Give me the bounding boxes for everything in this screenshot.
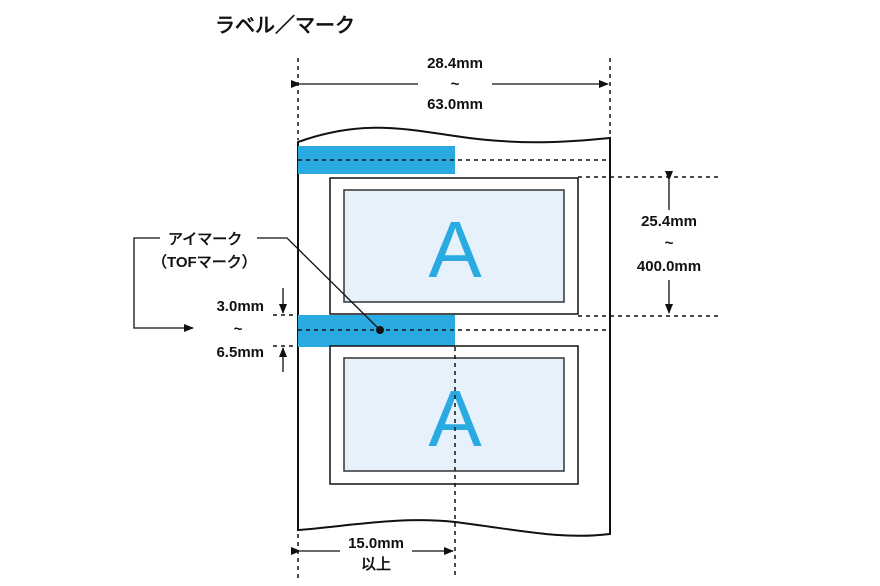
pitch-range-sep: ~: [665, 235, 674, 252]
mark-width-suffix: 以上: [361, 556, 391, 573]
width-min: 28.4mm: [427, 55, 483, 72]
pitch-max: 400.0mm: [637, 258, 701, 275]
mark-height-min: 3.0mm: [216, 298, 264, 315]
mark-width: 15.0mm: [348, 535, 404, 552]
tof-mark-label: （TOFマーク）: [152, 253, 257, 271]
label-2-print-area: [343, 357, 565, 472]
eye-mark-1: [298, 146, 455, 174]
label-1-letter: A: [428, 205, 482, 294]
eye-mark-label: アイマーク: [168, 231, 242, 248]
annotation-leader-left: [133, 237, 194, 332]
width-max: 63.0mm: [427, 96, 483, 113]
width-range-sep: ~: [451, 76, 460, 93]
mark-height-range-sep: ~: [234, 321, 243, 338]
annotation-leader-to-mark: [257, 237, 379, 329]
pitch-min: 25.4mm: [641, 213, 697, 230]
diagram-title: ラベル／マーク: [215, 13, 355, 37]
mark-height-max: 6.5mm: [216, 344, 264, 361]
label-1-print-area: [343, 189, 565, 303]
